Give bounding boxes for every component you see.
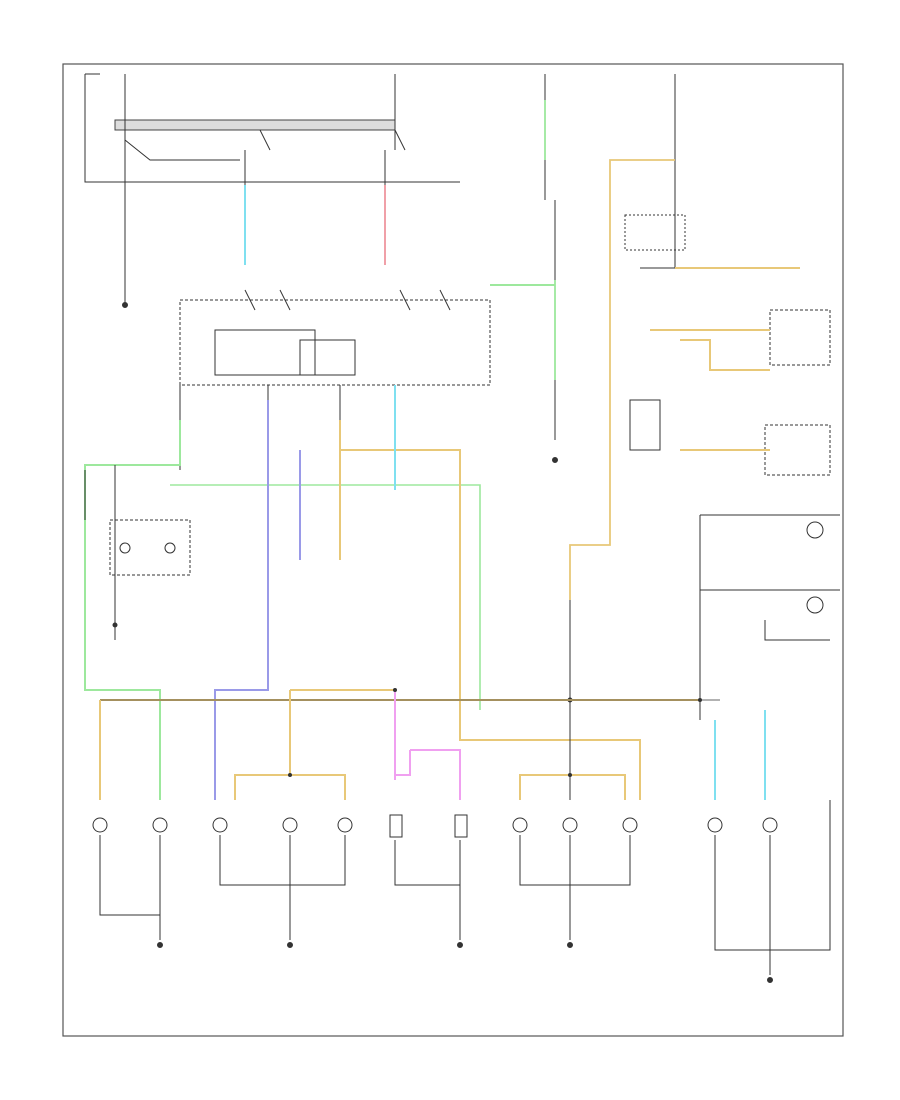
wire-tan-right-top: [569, 159, 675, 600]
wire-tan-horizontal: [340, 449, 641, 800]
rear-lamps: [92, 800, 831, 983]
headlamp-switch-section: [84, 73, 460, 308]
junction-dots: [288, 688, 702, 777]
lamp-1: [92, 817, 108, 833]
wire-light-blue-right: [714, 710, 766, 800]
lamp-6: [389, 814, 403, 838]
wire-blue-left: [214, 400, 269, 800]
wire-green-left: [84, 420, 181, 800]
wire-green-horizontal: [170, 484, 481, 710]
lamp-10: [622, 817, 638, 833]
lamp-7: [454, 814, 468, 838]
wire-tan-right-middle: [650, 329, 770, 451]
wire-tan-drop-2: [234, 689, 396, 800]
wire-magenta: [394, 690, 461, 800]
diagram-border: [62, 63, 844, 1037]
lamp-12: [762, 817, 778, 833]
lamp-4: [282, 817, 298, 833]
lamp-11: [707, 817, 723, 833]
lamp-5: [337, 817, 353, 833]
lamp-3: [212, 817, 228, 833]
multifunction-switch: [179, 289, 491, 690]
lamp-2: [152, 817, 168, 833]
wire-tan-drop-3: [519, 774, 626, 800]
front-parking-lamps: [84, 465, 191, 640]
lamp-8: [512, 817, 528, 833]
right-switch-group: [629, 309, 840, 720]
lamp-9: [562, 817, 578, 833]
